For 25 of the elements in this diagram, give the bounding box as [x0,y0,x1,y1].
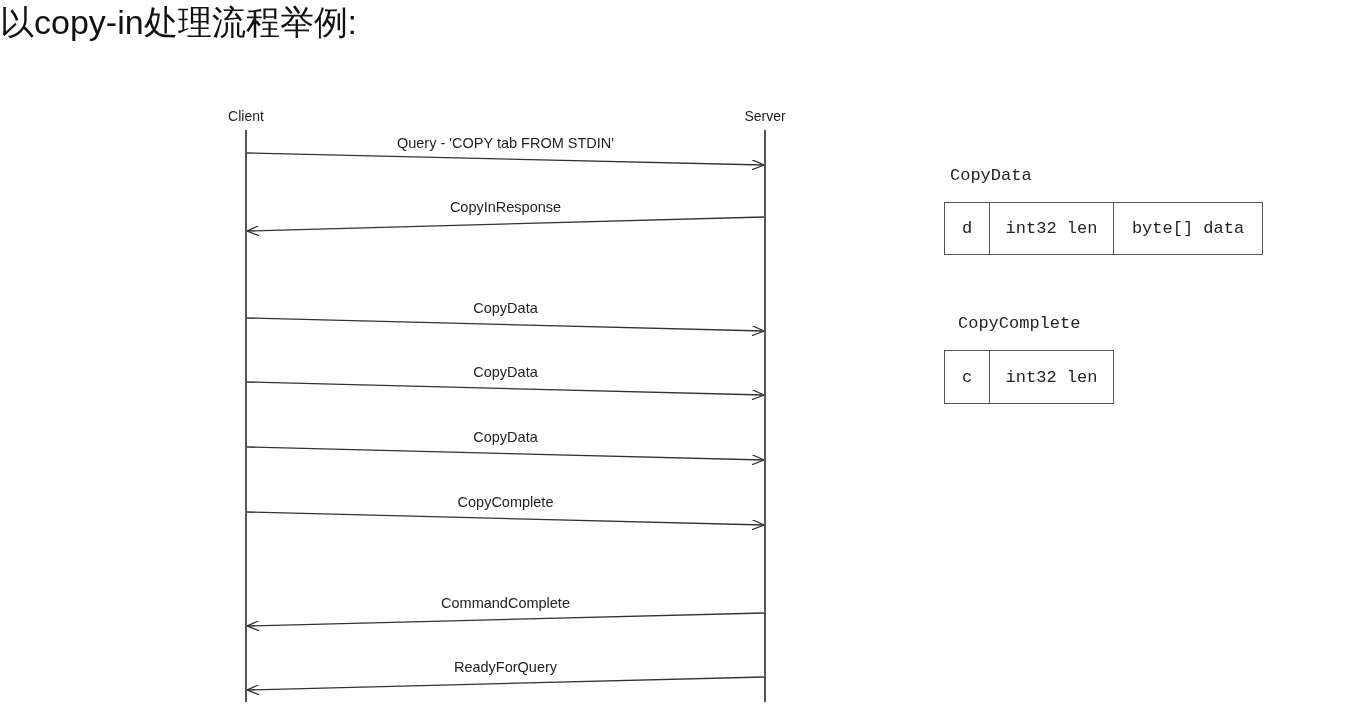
message-arrow [246,216,765,237]
edge-label: CopyData [471,300,540,316]
table-cell: c [944,350,990,404]
table-cell: d [944,202,990,255]
message-arrow [246,676,765,696]
table-cell: int32 len [989,350,1114,404]
edge-label: Query - 'COPY tab FROM STDIN' [394,135,617,151]
message-arrow [246,152,765,171]
message-arrow [246,612,765,632]
edge-label: CopyData [471,364,540,380]
message-arrow [246,381,765,401]
edge-label: CopyData [471,429,540,445]
message-arrow [246,511,765,531]
edge-label: CopyComplete [455,494,556,510]
table-heading: CopyData [950,166,1032,185]
lifeline-label: Server [743,108,787,124]
title: 以copy-in处理流程举例: [0,2,359,43]
table-heading: CopyComplete [958,314,1081,333]
edge-label: CopyInResponse [447,199,564,215]
edge-label: CommandComplete [439,595,572,611]
message-arrow [246,446,765,466]
table-cell: byte[] data [1113,202,1263,255]
lifeline-label: Client [227,108,265,124]
message-arrow [246,317,765,337]
table-cell: int32 len [989,202,1114,255]
